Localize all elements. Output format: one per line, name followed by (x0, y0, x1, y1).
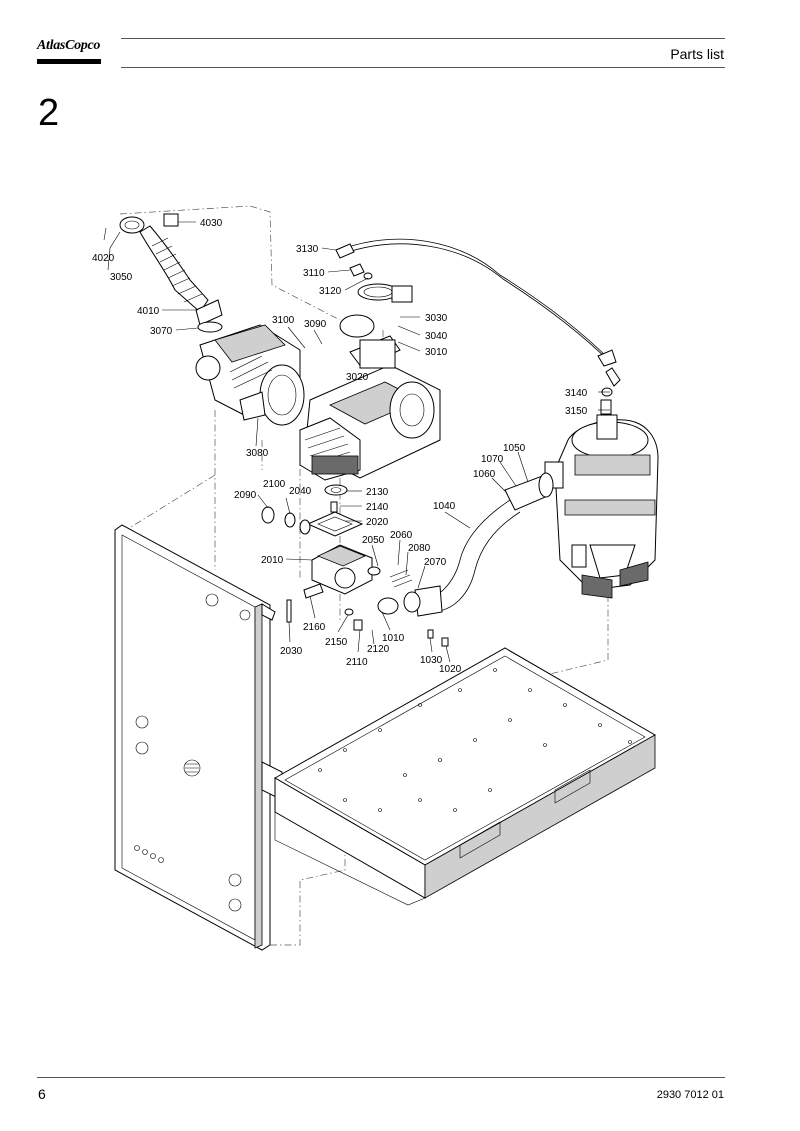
callout-2140: 2140 (366, 502, 389, 513)
callout-1060: 1060 (473, 469, 496, 480)
callout-3130: 3130 (296, 244, 319, 255)
base-frame (273, 647, 657, 906)
oil-line (335, 238, 621, 387)
callout-2120: 2120 (367, 644, 390, 655)
callout-3100: 3100 (272, 315, 295, 326)
callout-3140: 3140 (565, 388, 588, 399)
page-number: 6 (38, 1086, 46, 1102)
header-title: Parts list (670, 46, 724, 62)
callout-2090: 2090 (234, 490, 257, 501)
hose-1040 (377, 472, 554, 617)
callout-1050: 1050 (503, 443, 526, 454)
base-frame-holes (318, 668, 632, 812)
callout-2020: 2020 (366, 517, 389, 528)
callout-4020: 4020 (92, 253, 115, 264)
callout-2150: 2150 (325, 637, 348, 648)
callout-1070: 1070 (481, 454, 504, 465)
atlas-copco-logo: AtlasCopco (37, 38, 101, 68)
logo-underline-bar (37, 59, 101, 64)
callout-2160: 2160 (303, 622, 326, 633)
oil-separator-vessel (544, 387, 659, 599)
document-number: 2930 7012 01 (656, 1089, 724, 1101)
header-rule-bottom (121, 67, 725, 68)
callout-3020: 3020 (346, 372, 369, 383)
intake-hose-assembly (119, 213, 305, 426)
callout-4030: 4030 (200, 218, 223, 229)
side-panel (114, 524, 283, 951)
callout-1010: 1010 (382, 633, 405, 644)
callout-3080: 3080 (246, 448, 269, 459)
callout-3030: 3030 (425, 313, 448, 324)
callout-3150: 3150 (565, 406, 588, 417)
header-rule-top (121, 38, 725, 39)
callout-3070: 3070 (150, 326, 173, 337)
callout-2030: 2030 (280, 646, 303, 657)
leader-lines (103, 221, 610, 663)
logo-text: AtlasCopco (37, 38, 101, 53)
callout-2040: 2040 (289, 486, 312, 497)
compressor-element (299, 283, 441, 481)
callout-2080: 2080 (408, 543, 431, 554)
callout-2010: 2010 (261, 555, 284, 566)
footer-rule (37, 1077, 725, 1078)
callout-1030: 1030 (420, 655, 443, 666)
callout-2100: 2100 (263, 479, 286, 490)
callout-2130: 2130 (366, 487, 389, 498)
oil-stop-valve-group (261, 484, 449, 647)
callout-2060: 2060 (390, 530, 413, 541)
callout-labels: 4030 4020 3050 4010 3070 3100 3090 3080 … (92, 218, 588, 675)
callout-1040: 1040 (433, 501, 456, 512)
section-number: 2 (38, 92, 60, 134)
callout-3110: 3110 (303, 268, 325, 279)
callout-2070: 2070 (424, 557, 447, 568)
callout-2110: 2110 (346, 657, 368, 668)
callout-3050: 3050 (110, 272, 133, 283)
callout-3090: 3090 (304, 319, 327, 330)
callout-3040: 3040 (425, 331, 448, 342)
callout-3010: 3010 (425, 347, 448, 358)
callout-3120: 3120 (319, 286, 342, 297)
callout-2050: 2050 (362, 535, 385, 546)
callout-1020: 1020 (439, 664, 462, 675)
callout-4010: 4010 (137, 306, 160, 317)
